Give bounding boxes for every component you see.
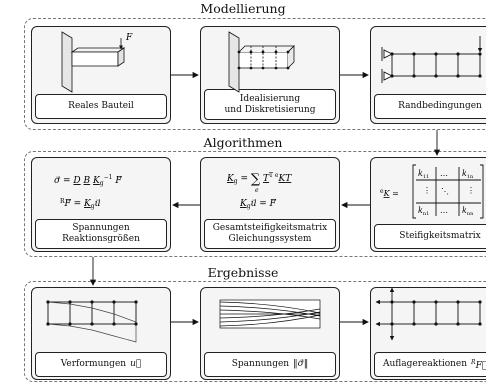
svg-text:⋱: ⋱ <box>441 187 449 196</box>
svg-text:knn: knn <box>462 206 474 217</box>
reaction-drawing <box>375 287 482 341</box>
caption-auflagereaktionen: Auflagereaktionen RF⃗ <box>374 352 486 377</box>
discretized-beam-drawing <box>228 31 295 93</box>
formula-stress: σ⃗ = D B Kg−1 F⃗ <box>54 174 122 187</box>
element-stiffness-matrix: eK = k11 … k1n ⋮ ⋱ ⋮ kn1 … knn <box>380 164 484 219</box>
card-reales-bauteil: Reales Bauteil <box>31 26 171 124</box>
caption-verformungen: Verformungen u⃗ <box>35 352 167 377</box>
svg-text:kn1: kn1 <box>418 206 429 217</box>
card-gesamtsteifigkeit: Gesamtsteifigkeitsmatrix Gleichungssyste… <box>200 157 340 252</box>
group-modellierung <box>24 18 486 130</box>
card-auflagereaktionen: Auflagereaktionen RF⃗ <box>370 287 486 380</box>
formula-equation: Kgu⃗ = F⃗ <box>239 199 277 210</box>
group-algorithmen <box>24 151 486 257</box>
svg-text:⋮: ⋮ <box>467 186 475 195</box>
force-label: F <box>125 33 133 43</box>
svg-text:k1n: k1n <box>462 169 474 180</box>
symbol-u-vector: u⃗ <box>130 359 142 369</box>
caption-spannungen: Spannungen ‖σ⃗‖ <box>204 352 336 377</box>
svg-text:…: … <box>440 206 448 215</box>
symbol-reaction-force: RF⃗ <box>471 359 486 371</box>
stress-formulas: σ⃗ = D B Kg−1 F⃗ RF⃗ = Kgu⃗ <box>54 174 122 210</box>
svg-text:…: … <box>440 169 448 178</box>
beam-drawing <box>61 31 126 93</box>
card-spannungen-reaktionen: Spannungen Reaktionsgrößen <box>31 157 171 252</box>
deformation-drawing <box>46 300 138 343</box>
global-stiffness-formulas: Kg = ∑ TT eKT e Kgu⃗ = F⃗ <box>226 172 292 210</box>
matrix-lhs: eK = <box>380 188 399 198</box>
section-title-algorithmen: Algorithmen <box>203 135 283 150</box>
symbol-sigma-norm: ‖σ⃗‖ <box>293 359 309 369</box>
stress-contour-drawing <box>219 299 321 329</box>
formula-sum-index: e <box>255 187 259 194</box>
caption-spannungen-reaktionen: Spannungen Reaktionsgrößen <box>35 219 167 249</box>
caption-idealisierung: Idealisierung und Diskretisierung <box>204 89 336 120</box>
formula-reaction: RF⃗ = Kgu⃗ <box>60 198 101 210</box>
card-idealisierung: Idealisierung und Diskretisierung <box>200 26 340 124</box>
caption-steifigkeitsmatrix: Steifigkeitsmatrix <box>374 224 486 249</box>
caption-randbedingungen: Randbedingungen <box>374 94 486 119</box>
svg-text:⋮: ⋮ <box>423 186 431 195</box>
section-title-ergebnisse: Ergebnisse <box>207 265 279 280</box>
svg-text:k11: k11 <box>418 169 429 180</box>
section-title-modellierung: Modellierung <box>200 1 286 16</box>
formula-kg-sum: Kg = ∑ TT eKT <box>226 172 292 187</box>
flow-arrows <box>89 71 441 326</box>
caption-gesamtsteifigkeit: Gesamtsteifigkeitsmatrix Gleichungssyste… <box>204 219 336 249</box>
caption-reales-bauteil: Reales Bauteil <box>35 94 167 119</box>
boundary-mesh-drawing <box>381 36 483 83</box>
card-steifigkeitsmatrix: Steifigkeitsmatrix <box>370 157 486 252</box>
